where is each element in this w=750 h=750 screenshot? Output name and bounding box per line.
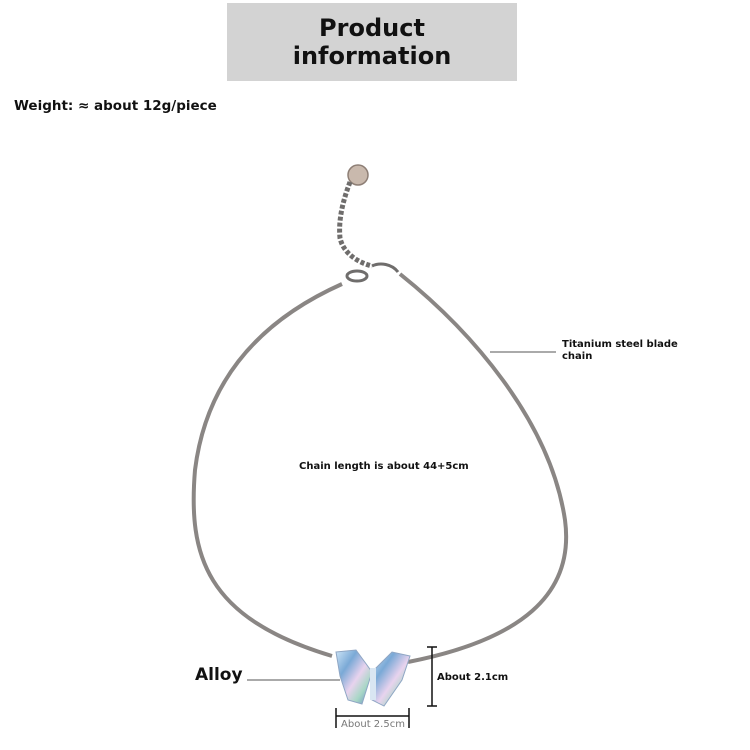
chain-type-line-2: chain xyxy=(562,351,593,362)
lobster-clasp xyxy=(345,269,369,283)
clasp-ring xyxy=(371,262,400,273)
extender-links xyxy=(337,181,373,269)
chain-type-line-1: Titanium steel blade xyxy=(562,339,678,350)
weight-spec: Weight: ≈ about 12g/piece xyxy=(14,98,217,114)
pendant-width-label: About 2.5cm xyxy=(341,719,405,730)
tag-charm xyxy=(347,164,369,186)
chain-length-label: Chain length is about 44+5cm xyxy=(299,461,469,472)
width-measure xyxy=(335,708,410,728)
extender-chain xyxy=(337,164,400,283)
chain-type-label: Titanium steel blade chain xyxy=(562,339,702,363)
alloy-label: Alloy xyxy=(195,665,243,685)
title-line-1: Product xyxy=(319,14,425,42)
snake-chain xyxy=(191,282,343,658)
title-line-2: information xyxy=(292,42,452,70)
height-measure xyxy=(427,646,437,707)
title-banner: Product information xyxy=(227,3,517,81)
snake-chain-right xyxy=(398,272,569,664)
pendant-height-label: About 2.1cm xyxy=(437,672,509,683)
butterfly-pendant xyxy=(335,649,411,707)
